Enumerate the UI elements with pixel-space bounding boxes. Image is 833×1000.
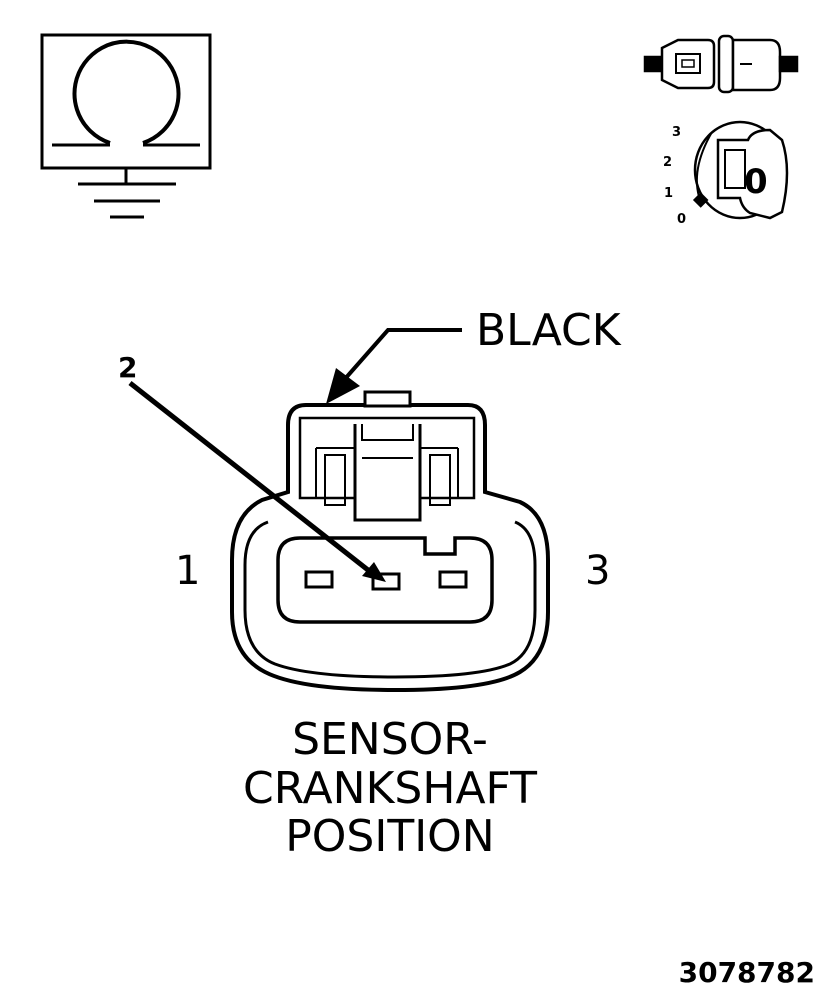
key-position-2: 2 bbox=[663, 155, 672, 170]
pin-1-label: 1 bbox=[175, 548, 200, 594]
connector-latch-housing bbox=[298, 416, 476, 500]
wire-color-leader bbox=[326, 328, 462, 404]
pin-2-label: 2 bbox=[118, 351, 137, 384]
component-name-line3: POSITION bbox=[285, 811, 494, 862]
wire-color-label: BLACK bbox=[476, 305, 622, 356]
pin-3-label: 3 bbox=[585, 548, 610, 594]
pin-3-terminal bbox=[438, 570, 468, 589]
component-name-line1: SENSOR- bbox=[292, 714, 488, 765]
ohm-ground-icon bbox=[40, 33, 212, 219]
pin-2-leader bbox=[128, 381, 386, 582]
ignition-key-icon bbox=[692, 120, 789, 220]
figure-number: 3078782 bbox=[679, 956, 815, 989]
pin-cavity-body bbox=[276, 536, 494, 624]
key-position-0: 0 bbox=[677, 212, 686, 227]
pin-2-terminal bbox=[371, 572, 401, 591]
key-position-3: 3 bbox=[672, 125, 681, 140]
connector-inner-shell bbox=[243, 520, 537, 679]
disconnect-connector-icon bbox=[643, 34, 799, 94]
key-position-1: 1 bbox=[664, 186, 673, 201]
pin-1-terminal bbox=[304, 570, 334, 589]
component-name-line2: CRANKSHAFT bbox=[243, 763, 537, 814]
sensor-connector bbox=[230, 390, 550, 693]
connector-latch-top bbox=[363, 390, 412, 408]
key-face-label: 0 bbox=[744, 162, 768, 202]
